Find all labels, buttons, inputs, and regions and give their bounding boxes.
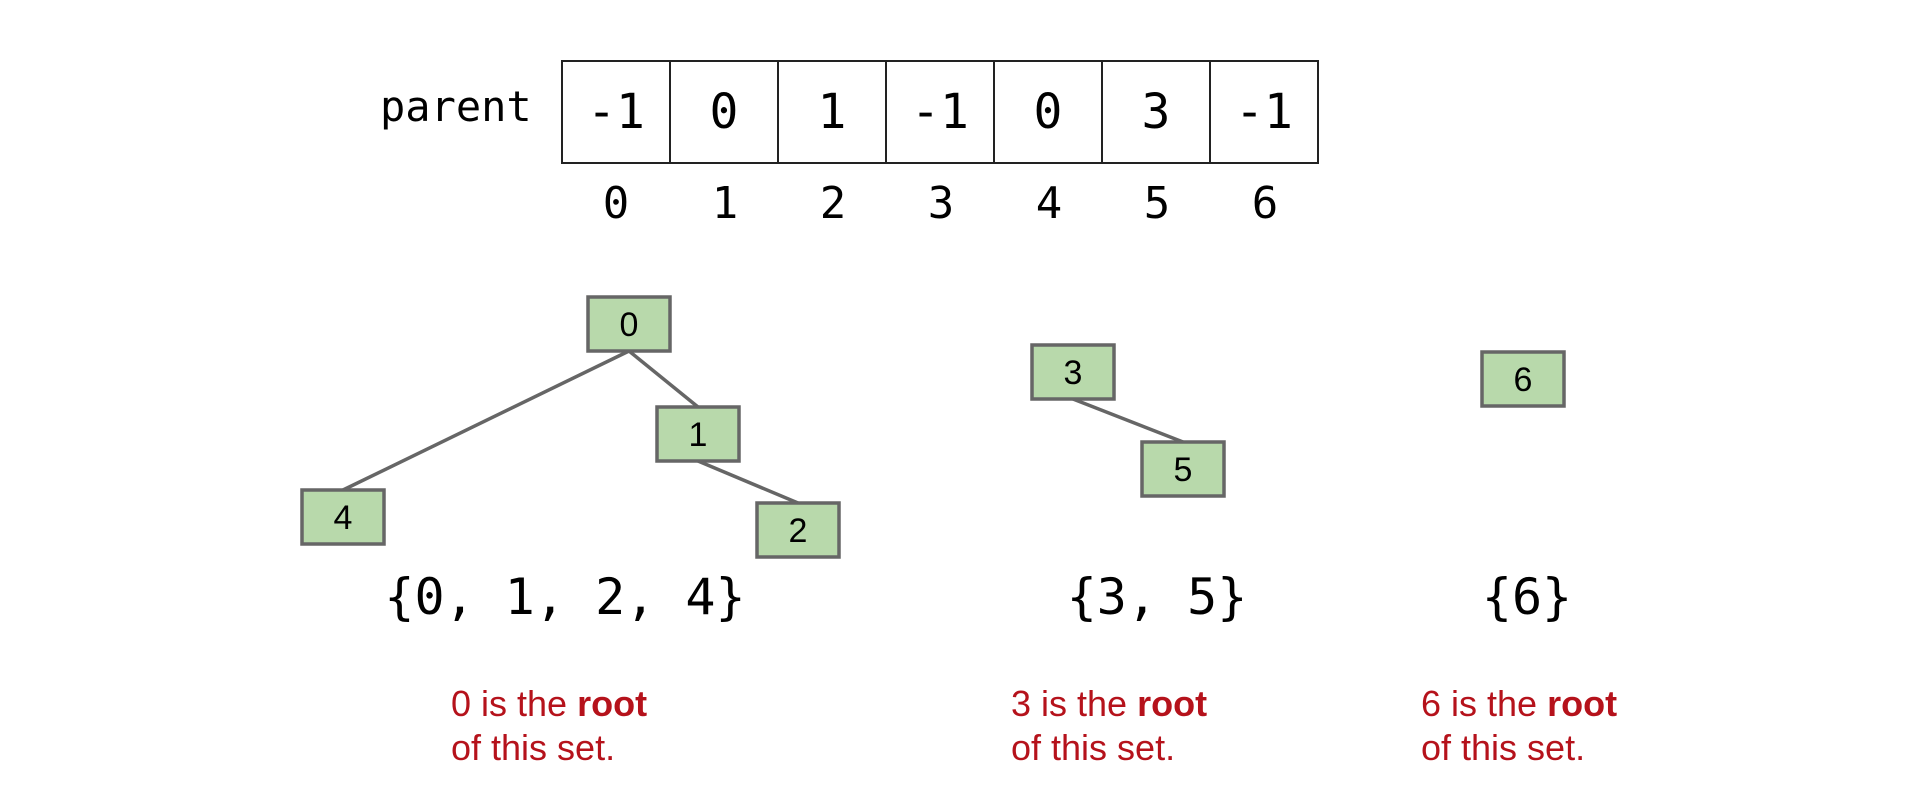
- array-index: 1: [711, 178, 739, 229]
- tree-nodes: 0 4 1 2 3 5 6: [300, 295, 1566, 559]
- array-index: 0: [602, 178, 630, 229]
- tree-node: 0: [586, 295, 672, 353]
- caption-bold: root: [1547, 683, 1618, 724]
- node-box: [1480, 350, 1566, 408]
- tree-edge: [1072, 397, 1184, 444]
- caption-text: 3 is the: [1011, 683, 1138, 724]
- caption-text: of this set.: [1421, 727, 1586, 768]
- tree-node: 6: [1480, 350, 1566, 408]
- array-index: 2: [819, 178, 847, 229]
- parent-array: -1 0 1 -1 0 3 -1: [561, 60, 1319, 164]
- tree-edge: [342, 349, 630, 492]
- tree-edge: [627, 349, 700, 409]
- tree-edges: [342, 349, 1184, 505]
- array-indices: 0 1 2 3 4 5 6: [561, 178, 1319, 229]
- node-label: 5: [1174, 451, 1193, 489]
- tree-node: 1: [655, 405, 741, 463]
- node-label: 0: [620, 306, 639, 344]
- node-box: [300, 488, 386, 546]
- node-box: [586, 295, 672, 353]
- tree-node: 3: [1030, 343, 1116, 401]
- array-cell: 1: [779, 62, 887, 162]
- array-cell: -1: [563, 62, 671, 162]
- set-label: {3, 5}: [1066, 568, 1248, 626]
- caption-text: 6 is the: [1421, 683, 1548, 724]
- root-caption: 3 is the root of this set.: [1011, 682, 1207, 770]
- array-index: 3: [927, 178, 955, 229]
- caption-text: of this set.: [1011, 727, 1176, 768]
- array-cell: 3: [1103, 62, 1211, 162]
- node-box: [1030, 343, 1116, 401]
- set-label: {0, 1, 2, 4}: [384, 568, 746, 626]
- root-caption: 6 is the root of this set.: [1421, 682, 1617, 770]
- node-label: 1: [689, 416, 708, 454]
- node-label: 4: [334, 499, 353, 537]
- array-index: 5: [1143, 178, 1171, 229]
- tree-node: 2: [755, 501, 841, 559]
- caption-bold: root: [1137, 683, 1208, 724]
- array-label: parent: [380, 82, 532, 131]
- array-index: 4: [1035, 178, 1063, 229]
- tree-node: 5: [1140, 440, 1226, 498]
- node-box: [1140, 440, 1226, 498]
- node-label: 2: [789, 512, 808, 550]
- set-label: {6}: [1481, 568, 1573, 626]
- tree-node: 4: [300, 488, 386, 546]
- array-index: 6: [1251, 178, 1279, 229]
- node-box: [755, 501, 841, 559]
- tree-edge: [697, 459, 799, 505]
- caption-text: of this set.: [451, 727, 616, 768]
- node-box: [655, 405, 741, 463]
- array-cell: 0: [671, 62, 779, 162]
- node-label: 6: [1514, 361, 1533, 399]
- array-cell: -1: [887, 62, 995, 162]
- root-caption: 0 is the root of this set.: [451, 682, 647, 770]
- caption-bold: root: [577, 683, 648, 724]
- array-cell: 0: [995, 62, 1103, 162]
- array-cell: -1: [1211, 62, 1319, 162]
- caption-text: 0 is the: [451, 683, 578, 724]
- node-label: 3: [1064, 354, 1083, 392]
